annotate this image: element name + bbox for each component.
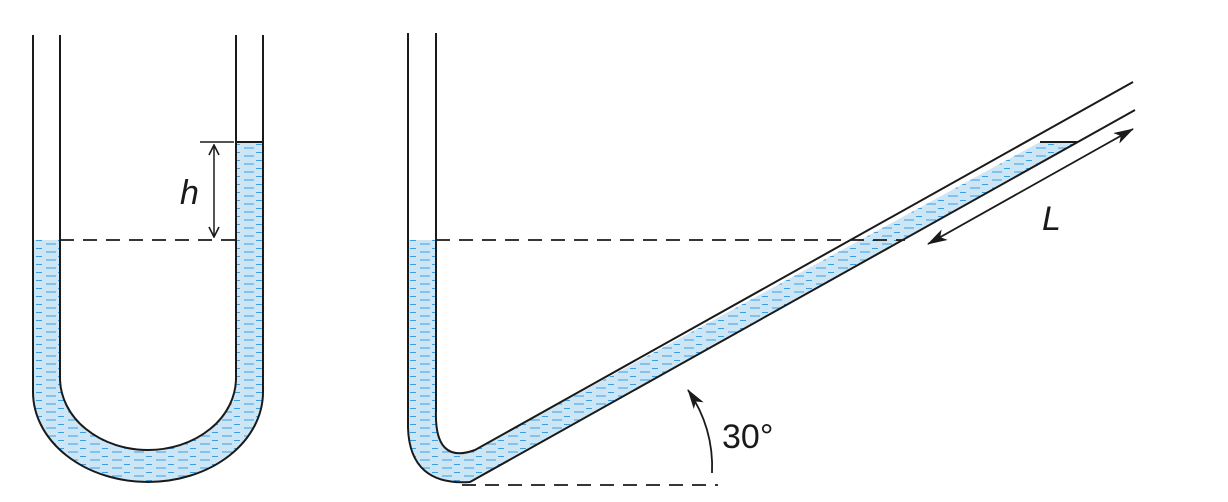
u-tube-outer-wall: [32, 35, 264, 483]
angle-arc: [687, 389, 714, 474]
L-label: L: [1042, 200, 1061, 238]
vertical-u-tube: h: [32, 35, 264, 483]
u-tube-liquid-hatch: [33, 142, 263, 482]
angle-label: 30°: [722, 418, 773, 456]
inclined-tube-inner-wall: [434, 33, 1134, 455]
inclined-tube-outer-wall: [407, 33, 1136, 484]
L-dimension-arrow: [927, 128, 1134, 245]
h-label: h: [180, 174, 199, 212]
inclined-tube-liquid-hatch: [408, 142, 1078, 483]
inclined-tube: L 30°: [407, 33, 1136, 486]
u-tube-inner-wall: [59, 35, 237, 451]
